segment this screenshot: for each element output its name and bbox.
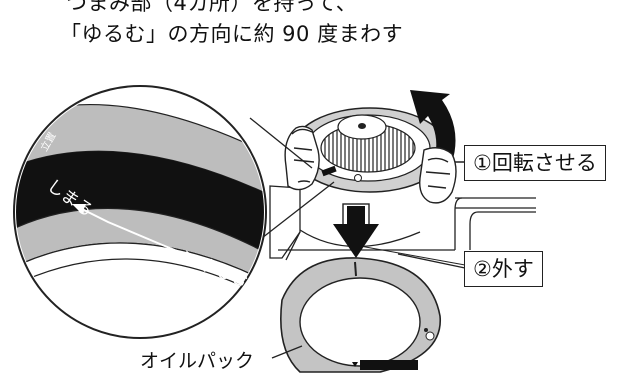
filter-housing <box>291 107 449 193</box>
callout-rotate: ①回転させる <box>464 145 606 181</box>
appliance-body <box>269 185 536 261</box>
instruction-line-1: つまみ部（4カ所）を持って、 <box>66 0 358 15</box>
left-hand <box>284 125 320 191</box>
oil-pack-label: オイルパック <box>140 350 255 372</box>
oil-pack-leader <box>271 345 303 359</box>
remove-arrow <box>333 203 379 258</box>
zoom-detail: 立置 しまる ゆるむ <box>13 85 267 339</box>
callout-remove: ②外す <box>464 251 543 287</box>
zoom-connector-top <box>249 117 313 169</box>
right-hand <box>419 147 457 204</box>
callout-leader-remove-2 <box>359 245 466 266</box>
oil-pack-ring <box>280 257 441 373</box>
instruction-line-2: 「ゆるむ」の方向に約 90 度まわす <box>60 22 404 46</box>
zoom-connector-bottom <box>261 181 335 239</box>
callout-leader-remove <box>397 253 466 269</box>
